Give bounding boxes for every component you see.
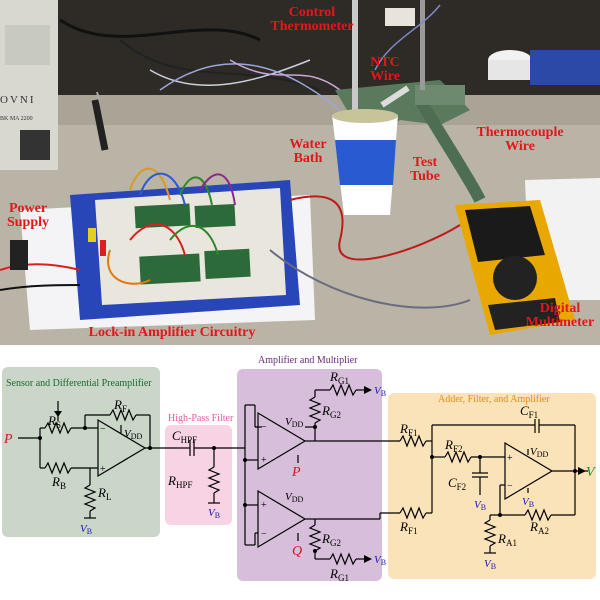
- label-CHPF: CHPF: [172, 428, 197, 445]
- svg-text:−: −: [100, 424, 106, 435]
- label-RF: RF: [113, 397, 127, 414]
- label-RG2-bottom: RG2: [321, 531, 341, 548]
- label-ntc-wire: NTC Wire: [370, 55, 400, 84]
- label-VB-rg1-top: VB: [374, 385, 386, 398]
- label-RF1-top: RF1: [399, 421, 417, 438]
- ampmult-block: [237, 369, 382, 581]
- label-water-bath: Water Bath: [289, 137, 327, 166]
- svg-text:+: +: [507, 453, 513, 464]
- svg-text:+: +: [261, 455, 267, 466]
- ampmult-block-title: Amplifier and Multiplier: [258, 355, 358, 366]
- label-RHPF: RHPF: [167, 473, 192, 490]
- svg-text:+: +: [261, 500, 267, 511]
- label-RA1: RA1: [497, 531, 517, 548]
- label-RS: RS: [47, 413, 61, 430]
- signal-V-output: V: [586, 465, 596, 480]
- label-VDD-top: VDD: [285, 416, 304, 429]
- svg-text:−: −: [507, 481, 513, 492]
- label-RB: RB: [51, 474, 66, 491]
- svg-text:−: −: [261, 422, 267, 433]
- hpf-block-title: High-Pass Filter: [168, 413, 234, 424]
- adder-block-title: Adder, Filter, and Amplifier: [438, 394, 550, 405]
- label-CF1: CF1: [520, 403, 538, 420]
- label-test-tube: Test Tube: [410, 155, 440, 184]
- label-VB-sensor: VB: [80, 523, 92, 536]
- label-CF2: CF2: [448, 475, 466, 492]
- signal-P-input: P: [3, 432, 13, 447]
- label-RA2: RA2: [529, 519, 549, 536]
- hpf-block: [165, 425, 232, 525]
- label-thermocouple-wire: Thermocouple Wire: [476, 125, 564, 154]
- label-RL: RL: [97, 485, 111, 502]
- label-control-thermometer: Control Thermometer: [270, 5, 354, 34]
- supply-brand-text: OVNI: [0, 94, 36, 106]
- label-VB-rg1-bottom: VB: [374, 554, 386, 567]
- label-VDD-bottom: VDD: [285, 491, 304, 504]
- label-RG1-bottom: RG1: [329, 566, 349, 583]
- signal-Q: Q: [292, 544, 302, 559]
- label-RF1-bottom: RF1: [399, 519, 417, 536]
- svg-text:+: +: [100, 464, 106, 475]
- label-RF2: RF2: [444, 437, 462, 454]
- label-VDD-adder: VDD: [530, 446, 549, 459]
- adder-block: [388, 393, 596, 579]
- sensor-block-title: Sensor and Differential Preamplifier: [6, 378, 152, 389]
- label-VB-ra1: VB: [484, 558, 496, 571]
- label-VB-hpf: VB: [208, 507, 220, 520]
- label-digital-multimeter: Digital Multimeter: [525, 301, 595, 330]
- supply-model-text: BK MA 2200: [0, 116, 33, 122]
- label-VDD-1: VDD: [124, 428, 143, 441]
- label-power-supply: Power Supply: [6, 201, 50, 230]
- photo-drawing: OVNI BK MA 2200: [0, 0, 600, 335]
- label-RG2-top: RG2: [321, 403, 341, 420]
- label-RG1-top: RG1: [329, 369, 349, 386]
- lab-setup-photo: OVNI BK MA 2200: [0, 0, 600, 345]
- svg-text:−: −: [261, 529, 267, 540]
- label-lockin-circuitry: Lock-in Amplifier Circuitry: [88, 325, 256, 340]
- label-VB-cf2: VB: [474, 499, 486, 512]
- sensor-block: [2, 367, 160, 537]
- signal-P-output: P: [291, 465, 301, 480]
- label-VB-adder: VB: [522, 496, 534, 509]
- schematic-drawing: Sensor and Differential Preamplifier Hig…: [2, 355, 596, 583]
- circuit-schematic: Sensor and Differential Preamplifier Hig…: [0, 345, 600, 600]
